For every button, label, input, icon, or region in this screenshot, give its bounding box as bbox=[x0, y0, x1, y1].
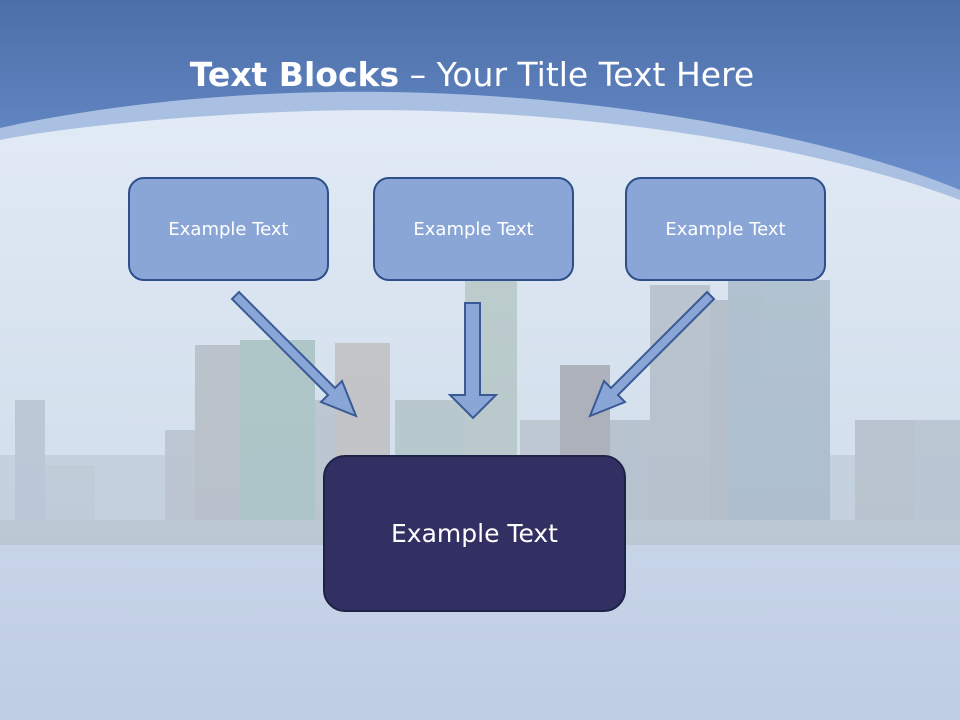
target-block[interactable]: Example Text bbox=[323, 455, 626, 612]
text-block-2[interactable]: Example Text bbox=[373, 177, 574, 281]
target-block-label: Example Text bbox=[391, 519, 558, 548]
title-bold-part: Text Blocks bbox=[189, 55, 400, 94]
arrow-middle bbox=[447, 302, 499, 420]
text-block-1[interactable]: Example Text bbox=[128, 177, 329, 281]
text-block-3[interactable]: Example Text bbox=[625, 177, 826, 281]
arrow-right bbox=[588, 290, 716, 418]
arrow-left bbox=[230, 290, 358, 418]
text-block-3-label: Example Text bbox=[665, 218, 786, 240]
text-block-2-label: Example Text bbox=[413, 218, 534, 240]
title-separator: – bbox=[399, 55, 437, 94]
page-title: Text Blocks – Your Title Text Here bbox=[0, 52, 944, 98]
text-block-1-label: Example Text bbox=[168, 218, 289, 240]
title-regular-part: Your Title Text Here bbox=[436, 55, 755, 94]
